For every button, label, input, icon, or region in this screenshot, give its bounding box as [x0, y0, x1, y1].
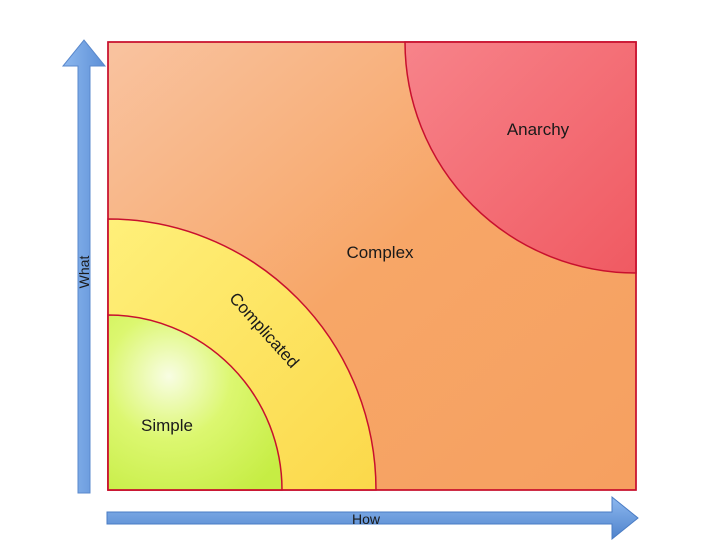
- simple-region: [107, 314, 283, 491]
- x-axis-arrow: [106, 495, 639, 540]
- y-axis-arrow: [61, 39, 107, 494]
- complex-label: Complex: [346, 243, 414, 262]
- y-axis-label: What: [76, 256, 92, 289]
- anarchy-region: [404, 41, 637, 274]
- matrix-border: [107, 41, 637, 491]
- anarchy-label: Anarchy: [507, 120, 570, 139]
- x-axis-label: How: [352, 511, 381, 527]
- simple-label: Simple: [141, 416, 193, 435]
